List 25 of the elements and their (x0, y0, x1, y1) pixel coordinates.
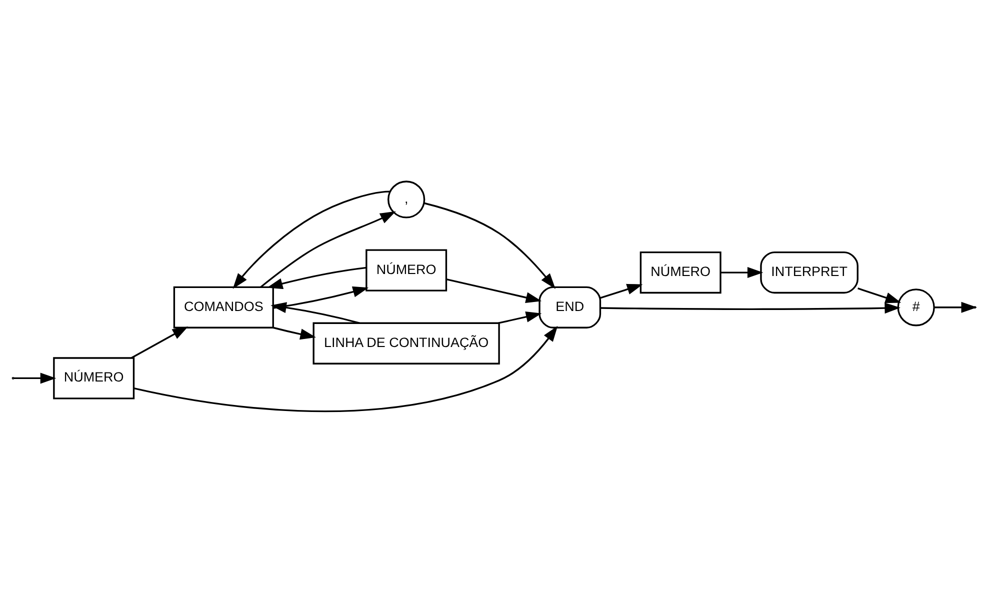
arrow (600, 302, 900, 314)
arrow (232, 190, 390, 289)
arrow (134, 326, 558, 412)
node-box: NÚMERO (366, 249, 448, 292)
arrow (131, 326, 188, 359)
arrow (270, 302, 360, 324)
node-box: COMANDOS (173, 286, 274, 328)
arrow (424, 202, 556, 289)
node-box: NÚMERO (53, 357, 135, 400)
node-box: LINHA DE CONTINUAÇÃO (312, 322, 500, 364)
arrow (858, 288, 902, 304)
node-circle: , (388, 180, 426, 218)
node-circle: # (897, 288, 935, 326)
arrow (446, 278, 542, 303)
node-box: NÚMERO (640, 251, 722, 294)
arrow (720, 267, 764, 278)
node-box: END (538, 286, 602, 328)
arrow (272, 326, 316, 340)
arrow (498, 311, 542, 324)
arrow (273, 286, 369, 309)
arrow (14, 372, 56, 384)
arrow (266, 266, 366, 290)
arrow (600, 284, 643, 299)
arrow (260, 211, 396, 288)
node-box: INTERPRET (760, 251, 858, 294)
